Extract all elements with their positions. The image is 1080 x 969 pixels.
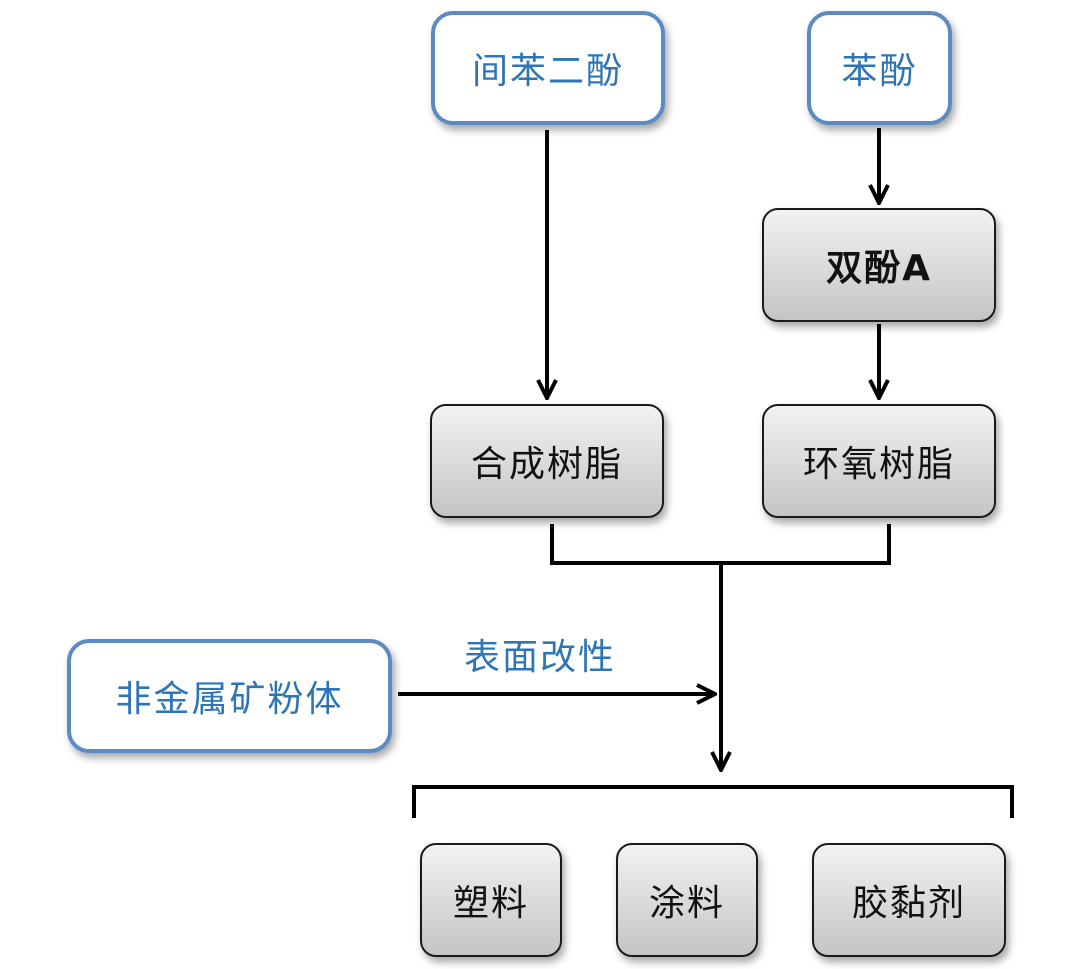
node-epoxy-resin: 环氧树脂 xyxy=(762,404,996,518)
node-plastics: 塑料 xyxy=(420,843,562,957)
node-phenol-label: 苯酚 xyxy=(841,51,918,92)
node-resorcinol: 间苯二酚 xyxy=(431,11,665,125)
node-adhesives: 胶黏剂 xyxy=(812,843,1006,957)
node-synthetic-resin-label: 合成树脂 xyxy=(470,444,623,485)
node-adhesives-label: 胶黏剂 xyxy=(851,883,966,924)
node-plastics-label: 塑料 xyxy=(452,883,529,924)
merge-bracket xyxy=(550,524,891,565)
node-nonmetal-mineral-powder: 非金属矿粉体 xyxy=(67,639,392,753)
node-coatings-label: 涂料 xyxy=(648,883,725,924)
node-phenol: 苯酚 xyxy=(807,11,952,125)
node-coatings: 涂料 xyxy=(616,843,758,957)
label-surface-modification-text: 表面改性 xyxy=(464,637,617,678)
node-synthetic-resin: 合成树脂 xyxy=(430,404,664,518)
label-surface-modification: 表面改性 xyxy=(464,628,616,680)
node-bisphenol-a-label: 双酚A xyxy=(826,248,932,289)
node-nonmetal-mineral-powder-label: 非金属矿粉体 xyxy=(115,679,344,720)
node-bisphenol-a: 双酚A xyxy=(762,208,996,322)
distribution-bracket xyxy=(412,785,1014,818)
node-resorcinol-label: 间苯二酚 xyxy=(471,51,624,92)
node-epoxy-resin-label: 环氧树脂 xyxy=(802,444,955,485)
